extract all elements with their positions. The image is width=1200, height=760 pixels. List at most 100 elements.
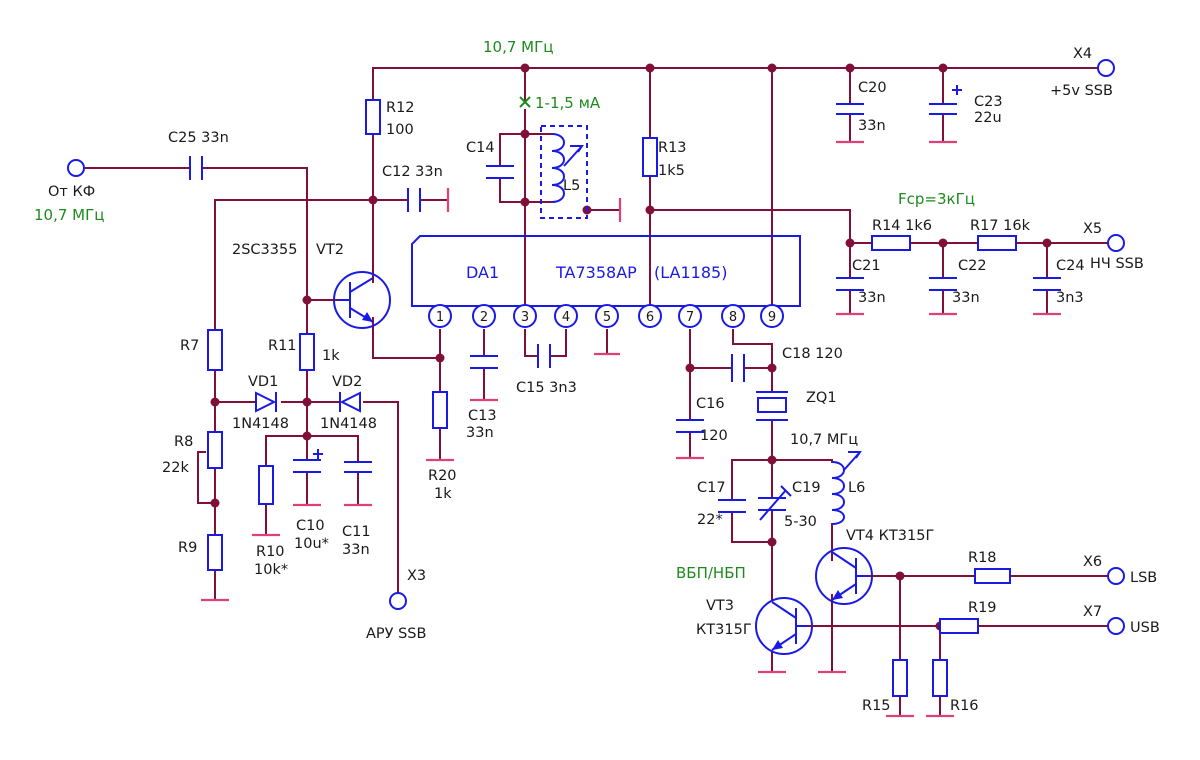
l5-shield: [540, 125, 588, 219]
resistor-r19: [939, 618, 979, 634]
label-c19-value: 5-30: [784, 514, 817, 530]
ic-pin-9: 9: [768, 310, 776, 325]
resistor-r14: [871, 235, 911, 251]
ic-pin-1-circle: [428, 304, 452, 328]
label-vd2: VD2: [332, 374, 362, 390]
note-freq-zq: 10,7 МГц: [790, 432, 858, 448]
label-r19: R19: [968, 600, 997, 616]
label-r15: R15: [862, 698, 891, 714]
x6-name: X6: [1083, 554, 1102, 570]
terminals: [67, 59, 1125, 635]
ic-part: TA7358AP: [555, 263, 637, 282]
resistor-r13: [642, 137, 658, 177]
input-freq: 10,7 МГц: [34, 206, 104, 224]
label-r16: R16: [950, 698, 979, 714]
label-r12-value: 100: [386, 122, 414, 138]
note-vbp: ВБП/НБП: [676, 564, 746, 582]
ic-designator: DA1: [466, 263, 499, 282]
capacitor-c12: [407, 188, 421, 212]
label-c11-value: 33n: [342, 542, 370, 558]
label-vd1-value: 1N4148: [232, 416, 289, 432]
capacitor-c11: [344, 461, 372, 473]
label-r18: R18: [968, 550, 997, 566]
x6-label: LSB: [1130, 570, 1157, 586]
label-c17-value: 22*: [697, 512, 723, 528]
label-zq1: ZQ1: [806, 390, 837, 406]
label-c21-value: 33n: [858, 290, 886, 306]
grounds: [201, 140, 1061, 718]
capacitor-c18: [731, 354, 745, 382]
x5-name: X5: [1083, 221, 1102, 237]
label-r8-value: 22k: [162, 460, 189, 476]
label-r10: R10: [256, 544, 285, 560]
x7-label: USB: [1130, 620, 1160, 636]
ic-pin-4: 4: [562, 310, 570, 325]
transistor-vt4: [815, 547, 873, 605]
diode-vd2: [339, 391, 361, 413]
terminal-input: [67, 159, 85, 177]
note-fcp: Fср=3кГц: [898, 190, 975, 208]
x7-name: X7: [1083, 604, 1102, 620]
ic-pin-6: 6: [646, 310, 654, 325]
label-c23-value: 22u: [974, 110, 1002, 126]
ic-pin-1: 1: [436, 310, 444, 325]
capacitor-c13: [470, 355, 498, 369]
label-c16: C16: [696, 396, 725, 412]
ic-pin-6-circle: [638, 304, 662, 328]
label-vt2: VT2: [316, 242, 344, 258]
terminal-x3: [389, 592, 407, 610]
capacitors: [189, 85, 1061, 521]
ic-pin-7-circle: [678, 304, 702, 328]
note-freq-top: 10,7 МГц: [483, 38, 553, 56]
resistor-r7: [207, 329, 223, 371]
capacitor-c21: [836, 277, 864, 291]
label-c22-value: 33n: [952, 290, 980, 306]
label-c15: C15 3n3: [516, 380, 577, 396]
label-vt3-value: КТ315Г: [696, 622, 752, 638]
resistor-r16: [932, 659, 948, 697]
resistor-r12: [365, 99, 381, 135]
capacitor-c17: [718, 499, 746, 513]
label-c19: C19: [792, 480, 821, 496]
label-c10: C10: [296, 518, 325, 534]
label-r9: R9: [178, 540, 197, 556]
label-c13-value: 33n: [466, 425, 494, 441]
label-c14: C14: [466, 140, 495, 156]
ic-pin-7: 7: [686, 310, 694, 325]
label-r8: R8: [174, 434, 193, 450]
diodes: [255, 391, 361, 413]
resistor-r15: [892, 659, 908, 697]
label-r13-value: 1k5: [658, 163, 685, 179]
label-c21: C21: [852, 258, 881, 274]
ic-pin-3: 3: [521, 310, 529, 325]
transistor-vt3: [755, 597, 813, 655]
capacitor-c14: [486, 165, 514, 179]
label-r13: R13: [658, 140, 687, 156]
crystal-zq1: [756, 391, 788, 421]
junctions: [210, 63, 1052, 631]
capacitor-c23: [929, 85, 962, 115]
label-vd1: VD1: [248, 374, 278, 390]
ic-pin-2-circle: [472, 304, 496, 328]
resistor-r8: [207, 431, 223, 469]
label-r11: R11: [268, 338, 297, 354]
ic-pin-4-circle: [554, 304, 578, 328]
current-test-mark: [519, 96, 531, 108]
label-c16-value: 120: [700, 428, 728, 444]
label-r20: R20: [428, 468, 457, 484]
resistor-r11: [299, 333, 315, 371]
label-r14: R14 1k6: [872, 218, 932, 234]
label-vd2-value: 1N4148: [320, 416, 377, 432]
resistor-r9: [207, 534, 223, 571]
resistor-r10: [258, 465, 274, 505]
label-l6: L6: [848, 480, 865, 496]
label-c12: C12 33n: [382, 164, 443, 180]
terminal-x5: [1107, 234, 1125, 252]
label-c10-value: 10u*: [294, 536, 329, 552]
transistor-vt2: [333, 271, 391, 329]
label-c13: C13: [468, 408, 497, 424]
ic-pin-5-circle: [595, 304, 619, 328]
label-c23: C23: [974, 94, 1003, 110]
diode-vd1: [255, 391, 277, 413]
x3-label: АРУ SSB: [366, 626, 426, 642]
